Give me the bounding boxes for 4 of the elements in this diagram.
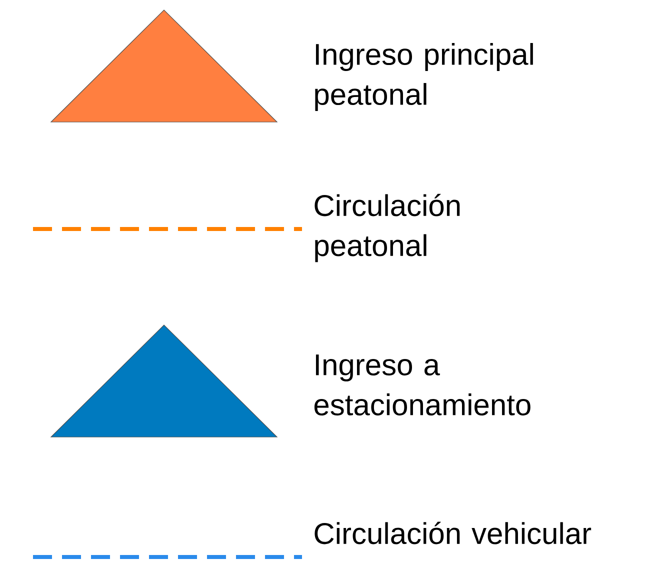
legend-text: Ingreso principal peatonal: [315, 43, 533, 111]
legend-text: Ingreso a estacionamiento: [314, 354, 530, 416]
legend-text: Circulación peatonal: [314, 194, 460, 262]
legend-text: Circulación vehicular: [314, 522, 592, 544]
